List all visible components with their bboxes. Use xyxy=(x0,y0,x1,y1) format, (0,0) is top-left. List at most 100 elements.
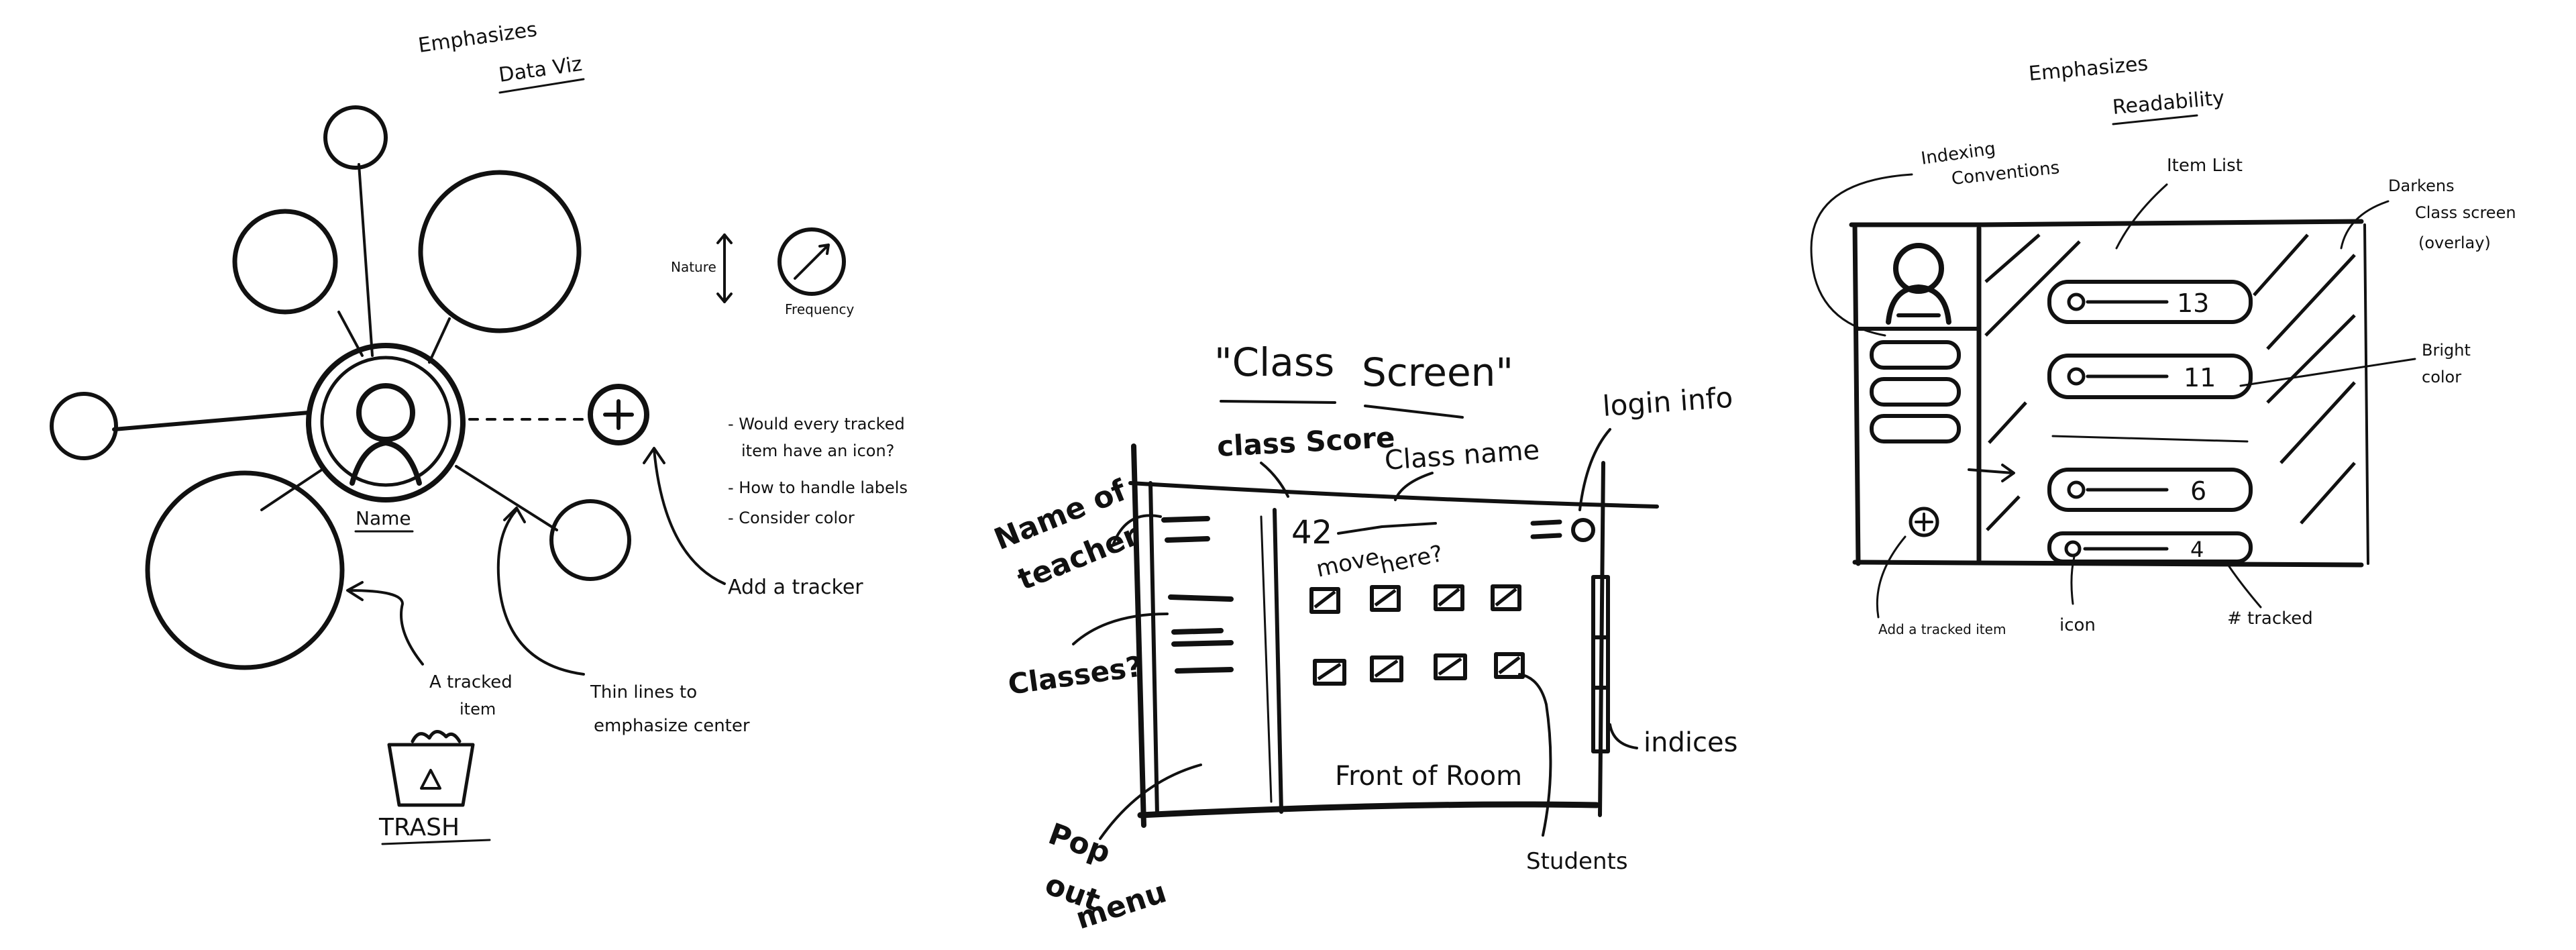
add-tracker-label: Add a tracker xyxy=(728,576,863,599)
thin-lines-arrow xyxy=(496,507,585,676)
item-count: 6 xyxy=(2190,476,2206,506)
tracked-item-label-2: item xyxy=(460,700,496,719)
add-tracker-button[interactable] xyxy=(588,384,649,445)
thin-lines-label: Thin lines to xyxy=(590,682,697,702)
side-tab[interactable] xyxy=(1870,414,1961,443)
darkens-label: Darkens xyxy=(2388,176,2455,195)
profile-avatar[interactable] xyxy=(1886,243,1951,325)
tracked-item-label: A tracked xyxy=(429,672,513,692)
person-icon xyxy=(1886,243,1951,325)
left-heading: Emphasizes xyxy=(417,17,539,57)
item-row[interactable]: 13 xyxy=(2047,280,2253,324)
note-line: item have an icon? xyxy=(741,441,894,460)
move-here-label-2: here? xyxy=(1378,540,1446,580)
thin-lines-label-2: emphasize center xyxy=(594,716,750,736)
add-tracker-arrow xyxy=(643,447,726,585)
design-notes: - Would every tracked item have an icon?… xyxy=(728,415,908,527)
item-list-label: Item List xyxy=(2167,156,2243,176)
note-line: - Would every tracked xyxy=(728,415,905,433)
tracked-item-arrow xyxy=(346,581,424,666)
item-list[interactable]: 13 11 6 4 xyxy=(2047,280,2253,564)
student-desk[interactable] xyxy=(1491,584,1521,611)
bright-color-label-2: color xyxy=(2422,368,2461,386)
login-icon[interactable] xyxy=(1530,518,1595,542)
trash-label: TRASH xyxy=(378,814,460,841)
tracked-item-bubble[interactable] xyxy=(549,499,631,581)
bright-color-label: Bright xyxy=(2422,341,2471,360)
overlay-hatching xyxy=(1984,233,2356,531)
class-name-label: Class name xyxy=(1383,435,1540,476)
side-tab[interactable] xyxy=(1870,377,1961,407)
darkens-label-2: Class screen xyxy=(2415,203,2516,222)
item-row[interactable]: 11 xyxy=(2047,354,2253,399)
class-score-value: 42 xyxy=(1291,514,1332,551)
student-desk[interactable] xyxy=(1370,655,1403,682)
students-label: Students xyxy=(1526,848,1628,875)
note-line: - How to handle labels xyxy=(728,478,908,497)
note-line: - Consider color xyxy=(728,509,855,527)
icon-label: icon xyxy=(2059,615,2096,635)
list-divider xyxy=(2051,435,2249,443)
tracked-item-bubble[interactable] xyxy=(145,470,345,670)
classes-label: Classes? xyxy=(1006,649,1144,701)
student-desk[interactable] xyxy=(1494,652,1525,679)
trash-icon[interactable] xyxy=(387,730,475,807)
indexing-label: Indexing xyxy=(1920,139,1997,169)
item-count: 13 xyxy=(2177,288,2209,318)
class-screen-title: "Class xyxy=(1214,339,1334,385)
tracked-item-bubble[interactable] xyxy=(232,209,338,315)
hub-spokes xyxy=(112,163,585,531)
add-tracked-item-button[interactable] xyxy=(1909,507,1939,537)
tracked-count-label: # tracked xyxy=(2227,609,2313,629)
legend: Nature Frequency xyxy=(671,227,854,317)
student-desk[interactable] xyxy=(1370,585,1401,612)
indices-label: indices xyxy=(1644,727,1737,758)
right-heading-sub: Readability xyxy=(2112,87,2226,119)
student-desks[interactable] xyxy=(1309,584,1525,686)
item-icon xyxy=(2067,480,2086,499)
item-icon xyxy=(2067,293,2086,311)
center-name-label: Name xyxy=(356,507,411,529)
item-count: 11 xyxy=(2184,363,2216,392)
side-tab[interactable] xyxy=(1870,340,1961,370)
item-count: 4 xyxy=(2190,537,2204,562)
legend-frequency-label: Frequency xyxy=(785,301,854,317)
tracked-item-bubbles[interactable] xyxy=(50,105,631,670)
index-tab[interactable] xyxy=(1591,686,1610,753)
darkens-label-3: (overlay) xyxy=(2418,233,2491,252)
index-tabs[interactable] xyxy=(1591,575,1610,753)
right-panel: Emphasizes Readability Indexing Conventi… xyxy=(1810,52,2516,637)
tracked-item-bubble[interactable] xyxy=(418,170,582,333)
plus-icon xyxy=(603,399,634,430)
avatar-icon xyxy=(350,383,422,486)
class-score-label: class Score xyxy=(1216,421,1396,463)
class-list-menu[interactable] xyxy=(1161,516,1234,674)
student-desk[interactable] xyxy=(1309,587,1340,614)
add-tracked-item-label: Add a tracked item xyxy=(1878,621,2006,637)
class-screen-title-2: Screen" xyxy=(1362,350,1513,395)
right-heading: Emphasizes xyxy=(2028,52,2149,86)
legend-size-label: Nature xyxy=(671,259,716,275)
tracked-item-bubble[interactable] xyxy=(323,105,388,170)
item-row[interactable]: 6 xyxy=(2047,468,2253,512)
frequency-legend-icon xyxy=(777,227,846,296)
overlay-frame xyxy=(1849,219,2369,568)
login-info-label: login info xyxy=(1601,381,1733,423)
item-icon xyxy=(2067,367,2086,386)
popout-label: Pop xyxy=(1044,816,1115,870)
tracked-item-bubble[interactable] xyxy=(50,392,118,460)
left-panel: Emphasizes Data Viz xyxy=(50,17,908,845)
side-tabs[interactable] xyxy=(1870,340,1961,443)
student-desk[interactable] xyxy=(1434,584,1464,611)
student-desk[interactable] xyxy=(1434,653,1467,680)
item-row[interactable]: 4 xyxy=(2047,531,2253,564)
list-arrow xyxy=(1968,464,2015,482)
front-of-room-label: Front of Room xyxy=(1335,761,1522,792)
center-hub[interactable] xyxy=(306,343,466,503)
plus-icon xyxy=(1915,513,1933,531)
heading-underline xyxy=(498,78,585,94)
student-desk[interactable] xyxy=(1313,659,1346,686)
item-icon xyxy=(2064,540,2082,558)
middle-panel: "Class Screen" class Score Class name lo… xyxy=(989,339,1737,936)
